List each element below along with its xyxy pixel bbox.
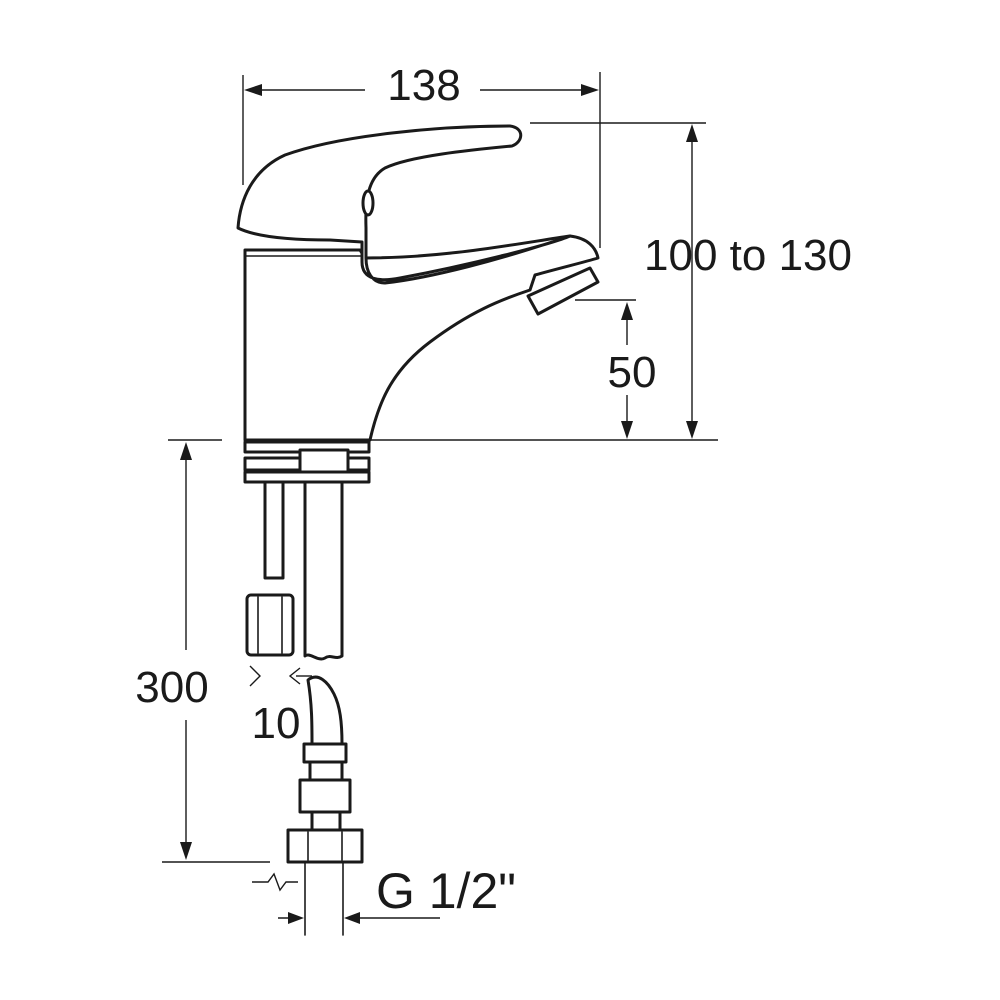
hose-neck [308,760,344,782]
fixing-nut [298,448,350,474]
connector-nut [286,828,364,864]
tail-length-label: 300 [135,663,208,712]
thread-label: G 1/2" [376,863,516,919]
hose-bore-label: 10 [252,699,301,748]
arrowhead [180,842,192,860]
flexible-hose [286,675,364,936]
arrowhead [686,124,698,142]
arrowhead [244,84,262,96]
arrowhead [621,421,633,439]
arrowhead [288,912,304,924]
lever-handle [236,124,572,285]
height-label: 100 to 130 [644,231,852,280]
spout-height-dimension: 50 [575,299,657,439]
bore-marker-right [288,667,301,685]
hose-collar-top [302,742,348,764]
bore-marker-left [249,665,261,687]
tap-body [236,124,600,442]
arrowhead [344,912,360,924]
arrowhead [180,442,192,460]
arrowhead [686,421,698,439]
thread-dimension: G 1/2" [252,863,516,924]
hose-bore-dimension: 10 [249,665,312,748]
aerator [526,266,600,316]
width-label: 138 [387,61,460,110]
spout-height-label: 50 [608,348,657,397]
hose-neck-lower [310,810,342,832]
tail-pipe [303,480,344,661]
width-dimension: 138 [242,61,601,248]
threaded-stud [263,480,285,580]
lever-pivot-cap [361,189,375,217]
arrowhead [621,302,633,320]
break-line [252,872,298,892]
arrowhead [581,84,599,96]
tap-column-and-spout [243,234,600,442]
hose-bent-end [306,675,344,746]
hose-ferrule [298,778,352,814]
fixing-set [243,440,371,661]
tail-length-dimension: 300 [135,439,270,863]
height-dimension: 100 to 130 [345,122,852,441]
stud-nut [245,593,295,657]
